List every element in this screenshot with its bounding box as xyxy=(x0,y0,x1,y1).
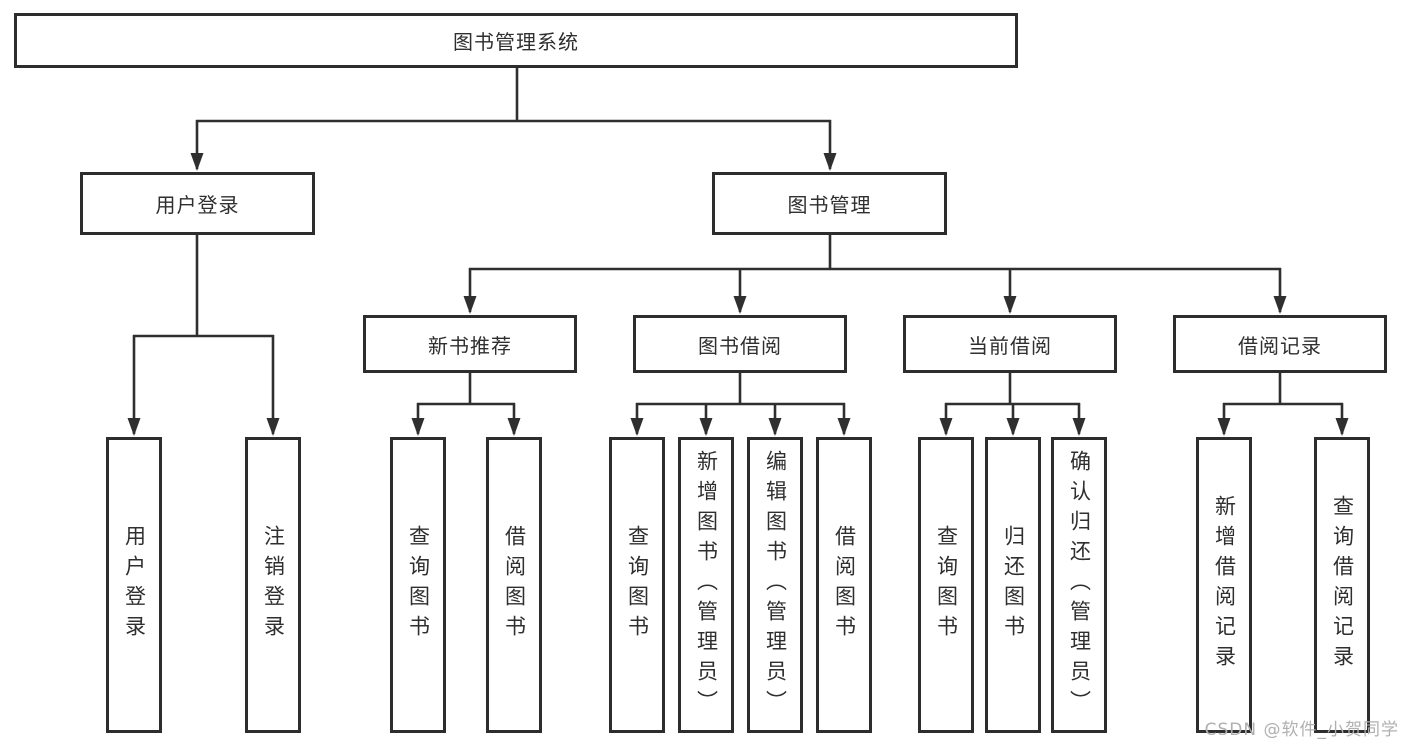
leaf-records-add-record: 新增借阅记录 xyxy=(1196,437,1252,733)
connector-borrow-records-group xyxy=(1217,372,1349,436)
leaf-label: 查询图书 xyxy=(406,525,431,645)
leaf-label: 用户登录 xyxy=(122,525,147,645)
connector-book-borrow-group xyxy=(630,372,851,436)
connector-new-book-recommend-group xyxy=(411,372,521,436)
leaf-current-return-book: 归还图书 xyxy=(985,437,1041,733)
leaf-label: 归还图书 xyxy=(1001,525,1026,645)
leaf-label: 借阅图书 xyxy=(832,525,857,645)
leaf-current-query-book: 查询图书 xyxy=(918,437,974,733)
leaf-label: 新增借阅记录 xyxy=(1212,495,1237,675)
leaf-label: 编辑图书（管理员） xyxy=(763,450,788,720)
node-root: 图书管理系统 xyxy=(14,13,1018,68)
connector-user-login-group xyxy=(127,234,280,436)
connector-book-management-group xyxy=(463,234,1287,314)
leaf-recommend-borrow-book: 借阅图书 xyxy=(486,437,542,733)
watermark: CSDN @软件_小贺同学 xyxy=(1204,720,1399,740)
leaf-label: 新增图书（管理员） xyxy=(694,450,719,720)
node-user-login: 用户登录 xyxy=(80,172,315,235)
leaf-logout: 注销登录 xyxy=(245,437,301,733)
leaf-label: 查询借阅记录 xyxy=(1330,495,1355,675)
leaf-label: 查询图书 xyxy=(934,525,959,645)
node-book-management: 图书管理 xyxy=(712,172,947,235)
leaf-borrow-add-book-admin: 新增图书（管理员） xyxy=(678,437,734,733)
node-borrow-records: 借阅记录 xyxy=(1173,315,1387,373)
leaf-label: 确认归还（管理员） xyxy=(1067,450,1092,720)
leaf-label: 借阅图书 xyxy=(502,525,527,645)
connector-root-to-level1 xyxy=(190,67,837,171)
leaf-current-confirm-return-admin: 确认归还（管理员） xyxy=(1051,437,1107,733)
leaf-borrow-borrow-book: 借阅图书 xyxy=(816,437,872,733)
leaf-recommend-query-book: 查询图书 xyxy=(390,437,446,733)
leaf-borrow-query-book: 查询图书 xyxy=(609,437,665,733)
node-new-book-recommend: 新书推荐 xyxy=(363,315,577,373)
node-current-borrow: 当前借阅 xyxy=(903,315,1117,373)
connector-current-borrow-group xyxy=(939,372,1086,436)
leaf-label: 注销登录 xyxy=(261,525,286,645)
leaf-user-login: 用户登录 xyxy=(106,437,162,733)
leaf-records-query-record: 查询借阅记录 xyxy=(1314,437,1370,733)
node-book-borrow: 图书借阅 xyxy=(633,315,847,373)
leaf-label: 查询图书 xyxy=(625,525,650,645)
leaf-borrow-edit-book-admin: 编辑图书（管理员） xyxy=(747,437,803,733)
